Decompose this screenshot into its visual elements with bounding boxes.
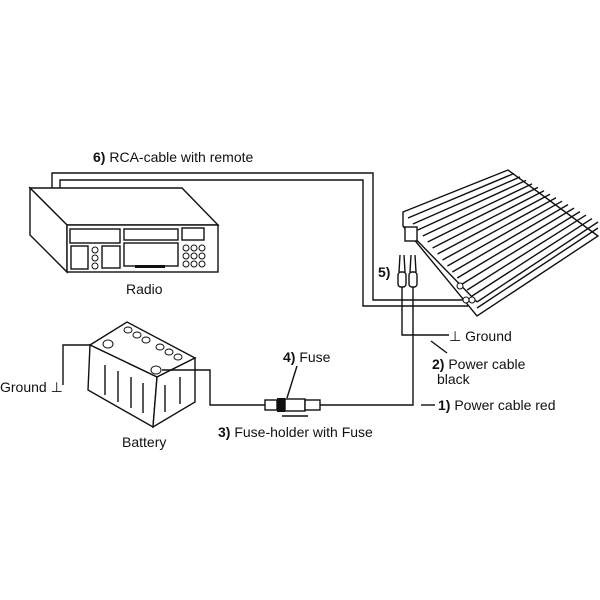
heat-sink-fin <box>427 186 539 243</box>
fuse-leader <box>286 365 298 399</box>
heat-sink-fin <box>466 214 587 291</box>
power-cable-black-label: 2) Power cable <box>432 356 526 372</box>
rca-cable-number: 6) <box>93 149 105 165</box>
battery-label: Battery <box>122 434 166 450</box>
heat-sink-fin <box>412 176 521 225</box>
heat-sink-fin <box>461 211 581 285</box>
heat-sink-fin <box>432 190 545 249</box>
black-cable-leader <box>430 340 448 354</box>
amplifier <box>402 169 600 317</box>
rca-cable-label: 6) RCA-cable with remote <box>93 149 253 165</box>
ground-wire-left <box>62 344 90 385</box>
heat-sink-fin <box>422 183 533 237</box>
fuse-label: 4) Fuse <box>283 349 331 365</box>
terminals-label: 5) <box>378 264 390 280</box>
cable-terminals <box>397 254 418 318</box>
battery <box>87 321 197 429</box>
radio-unit <box>28 186 220 274</box>
battery-to-fuse-cable <box>162 369 265 406</box>
heat-sink-fin <box>456 207 575 279</box>
power-cable-red <box>320 318 414 406</box>
heat-sink-fin <box>407 172 515 219</box>
power-cable-black-label-2: black <box>437 371 471 387</box>
heat-sink-fin <box>442 197 557 261</box>
ground-left-label: Ground ⊥ <box>0 379 63 395</box>
heat-sink-fin <box>471 217 593 297</box>
ground-right-label: ⊥ Ground <box>449 328 512 344</box>
power-cable-red-label: 1) Power cable red <box>438 397 556 413</box>
heat-sink-fin <box>417 179 527 231</box>
fuse-holder <box>264 398 321 417</box>
fuse-holder-label: 3) Fuse-holder with Fuse <box>218 424 373 440</box>
rca-cable-text: RCA-cable with remote <box>105 149 253 165</box>
heat-sink-fin <box>447 200 563 267</box>
heat-sink-fin <box>451 204 569 273</box>
heat-sink-fin <box>437 193 551 255</box>
power-cable-black <box>401 318 449 336</box>
rca-cable <box>51 172 468 307</box>
radio-label: Radio <box>126 281 163 297</box>
